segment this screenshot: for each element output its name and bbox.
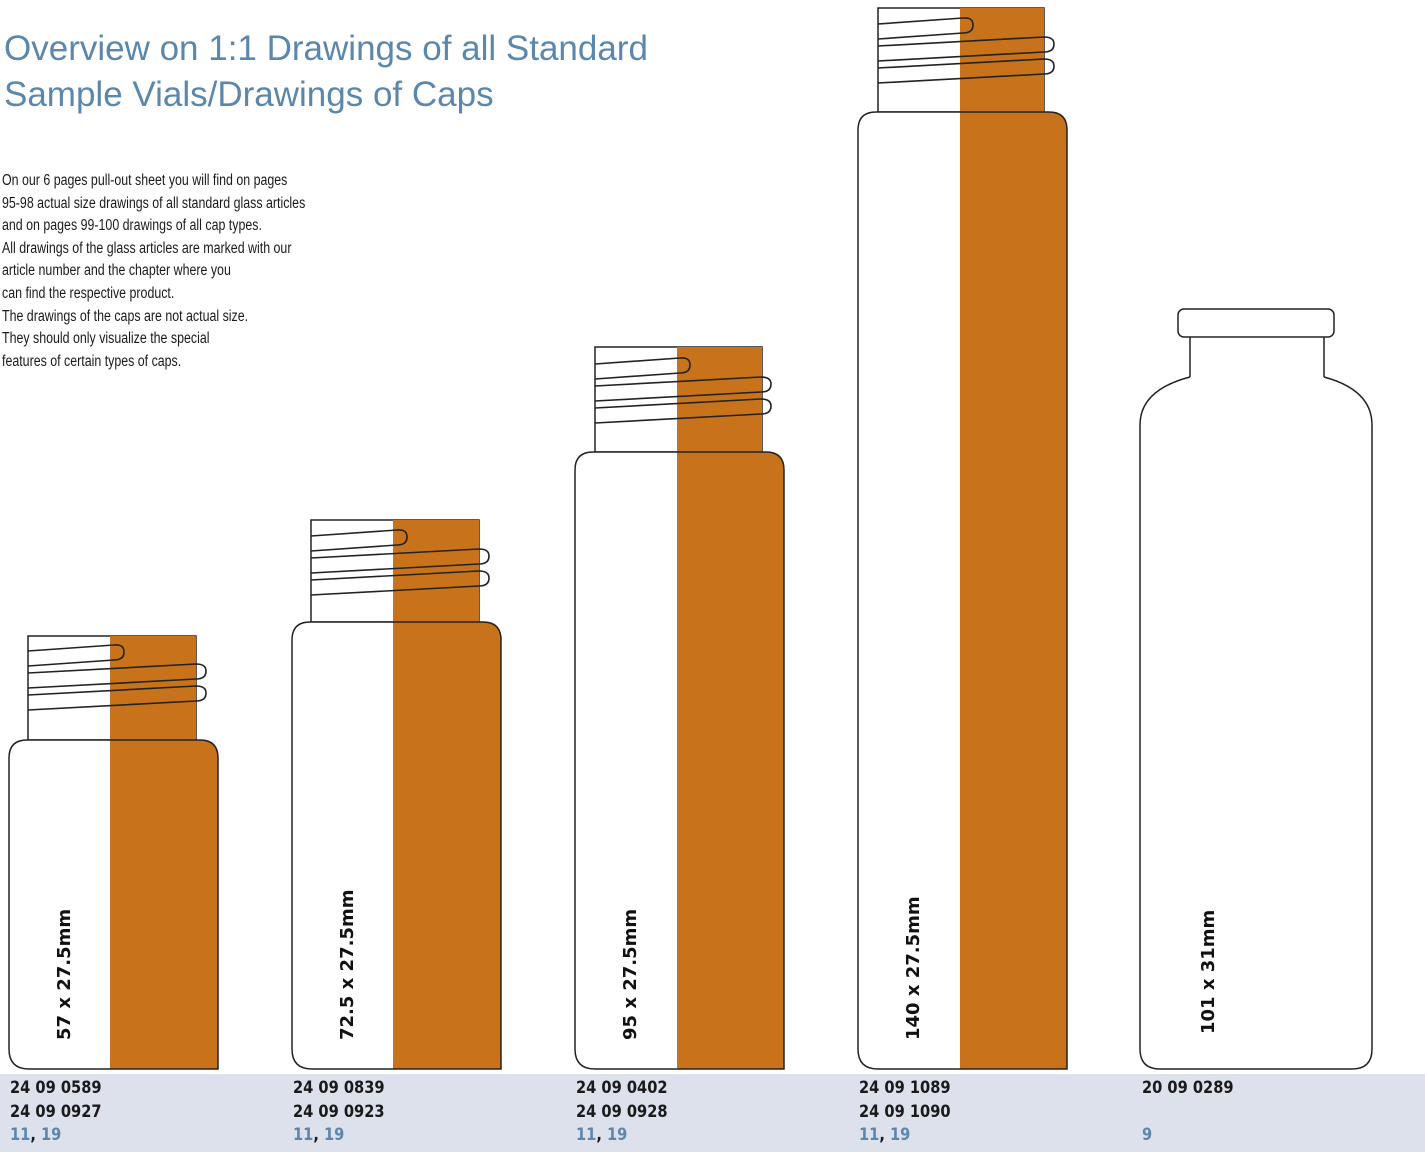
vial-size-label: 72.5 x 27.5mm bbox=[337, 890, 358, 1040]
article-code: 24 09 0923 bbox=[293, 1102, 385, 1122]
chapter-refs: 11, 19 bbox=[10, 1125, 62, 1145]
chapter-refs: 11, 19 bbox=[576, 1125, 628, 1145]
intro-line: features of certain types of caps. bbox=[2, 352, 182, 370]
vial-size-label: 140 x 27.5mm bbox=[903, 896, 924, 1040]
chapter-link[interactable]: 11 bbox=[576, 1125, 597, 1145]
vial-size-label: 101 x 31mm bbox=[1198, 910, 1219, 1034]
intro-line: The drawings of the caps are not actual … bbox=[2, 307, 249, 325]
vial-101x31: 101 x 31mm bbox=[1139, 308, 1373, 1070]
page-title-line-2: Sample Vials/Drawings of Caps bbox=[4, 75, 494, 114]
vial-72-5x27-5: 72.5 x 27.5mm bbox=[291, 519, 502, 1070]
chapter-link[interactable]: 11 bbox=[859, 1125, 880, 1145]
intro-line: article number and the chapter where you bbox=[2, 262, 231, 280]
chapter-refs: 11, 19 bbox=[293, 1125, 345, 1145]
vial-size-label: 95 x 27.5mm bbox=[620, 909, 641, 1040]
article-code: 24 09 0839 bbox=[293, 1078, 385, 1098]
page-title-line-1: Overview on 1:1 Drawings of all Standard bbox=[4, 29, 648, 68]
vial-drawings: 57 x 27.5mm 72.5 x 27.5mm 95 x 2 bbox=[8, 7, 1373, 1070]
article-code: 24 09 1090 bbox=[859, 1102, 951, 1122]
intro-line: On our 6 pages pull-out sheet you will f… bbox=[2, 172, 288, 189]
chapter-link[interactable]: 11 bbox=[10, 1125, 31, 1145]
article-code: 24 09 1089 bbox=[859, 1078, 951, 1098]
article-number-band bbox=[0, 1074, 1425, 1152]
article-code: 20 09 0289 bbox=[1142, 1078, 1234, 1098]
vial-140x27-5: 140 x 27.5mm bbox=[857, 7, 1068, 1070]
chapter-refs: 11, 19 bbox=[859, 1125, 911, 1145]
intro-line: 95-98 actual size drawings of all standa… bbox=[2, 194, 306, 212]
article-code: 24 09 0928 bbox=[576, 1102, 668, 1122]
vial-size-label: 57 x 27.5mm bbox=[54, 909, 75, 1040]
chapter-link[interactable]: 19 bbox=[324, 1125, 345, 1145]
chapter-refs: 9 bbox=[1142, 1127, 1152, 1144]
intro-text: On our 6 pages pull-out sheet you will f… bbox=[2, 170, 338, 373]
chapter-link[interactable]: 9 bbox=[1142, 1125, 1153, 1145]
chapter-link[interactable]: 19 bbox=[41, 1125, 62, 1145]
article-code: 24 09 0927 bbox=[10, 1102, 102, 1122]
article-code: 24 09 0589 bbox=[10, 1078, 102, 1098]
chapter-link[interactable]: 19 bbox=[607, 1125, 628, 1145]
vial-95x27-5: 95 x 27.5mm bbox=[574, 346, 785, 1070]
vial-57x27-5: 57 x 27.5mm bbox=[8, 635, 219, 1070]
intro-line: They should only visualize the special bbox=[2, 330, 210, 348]
intro-line: and on pages 99-100 drawings of all cap … bbox=[2, 217, 262, 235]
intro-line: can find the respective product. bbox=[2, 284, 175, 302]
chapter-link[interactable]: 19 bbox=[890, 1125, 911, 1145]
intro-line: All drawings of the glass articles are m… bbox=[2, 239, 292, 257]
chapter-link[interactable]: 11 bbox=[293, 1125, 314, 1145]
article-code: 24 09 0402 bbox=[576, 1078, 668, 1098]
page-title: Overview on 1:1 Drawings of all Standard… bbox=[4, 26, 764, 118]
